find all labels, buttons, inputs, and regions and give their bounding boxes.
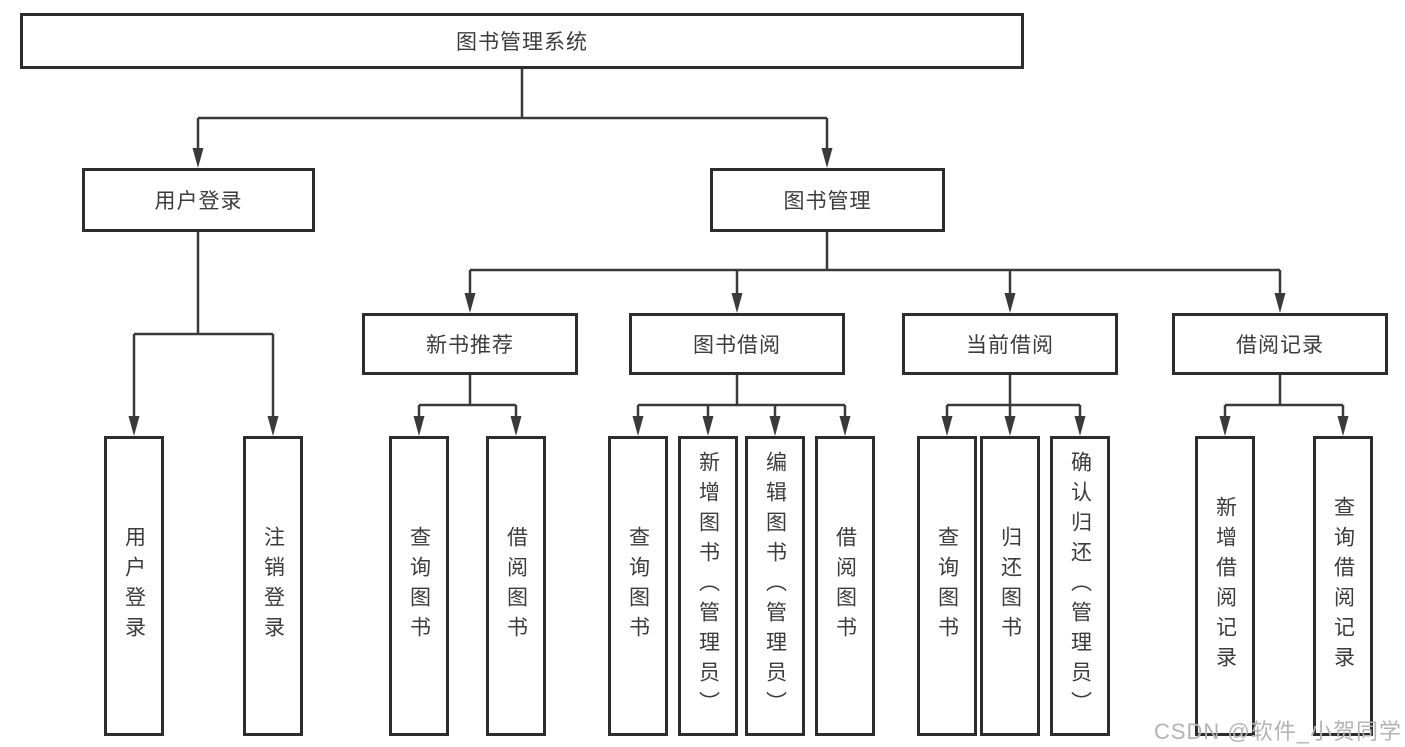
leaf-borrow-books-recommend: 借阅图书 [486,436,546,736]
leaf-label: 新增图书（管理员） [696,451,720,721]
node-label: 当前借阅 [966,334,1054,357]
leaf-label: 查询图书 [407,526,431,646]
node-new-book-recommend: 新书推荐 [362,313,578,375]
leaf-query-books-recommend: 查询图书 [389,436,449,736]
leaf-label: 注销登录 [261,526,285,646]
node-label: 图书管理 [783,190,872,213]
node-label: 新书推荐 [426,334,514,357]
leaf-label: 用户登录 [122,526,146,646]
csdn-watermark: CSDN @软件_小贺同学 [1153,719,1402,744]
node-label: 图书管理系统 [456,31,588,54]
node-library-management-system: 图书管理系统 [20,13,1024,69]
leaf-label: 归还图书 [998,526,1022,646]
leaf-query-books-current: 查询图书 [917,436,977,736]
leaf-label: 查询图书 [626,526,650,646]
leaf-label: 借阅图书 [833,526,857,646]
leaf-label: 查询借阅记录 [1331,496,1355,676]
leaf-label: 确认归还（管理员） [1068,451,1092,721]
node-book-management: 图书管理 [710,168,945,232]
node-user-login: 用户登录 [82,168,315,232]
leaf-confirm-return-admin: 确认归还（管理员） [1050,436,1110,736]
leaf-logout: 注销登录 [243,436,303,736]
node-book-borrow: 图书借阅 [629,313,845,375]
leaf-label: 编辑图书（管理员） [763,451,787,721]
leaf-add-borrow-record: 新增借阅记录 [1195,436,1255,736]
leaf-edit-book-admin: 编辑图书（管理员） [745,436,805,736]
leaf-user-login: 用户登录 [104,436,164,736]
leaf-return-books: 归还图书 [980,436,1040,736]
node-label: 用户登录 [154,190,243,213]
leaf-borrow-books: 借阅图书 [815,436,875,736]
node-current-borrow: 当前借阅 [902,313,1118,375]
node-label: 图书借阅 [693,334,781,357]
leaf-label: 查询图书 [935,526,959,646]
leaf-query-books-borrow: 查询图书 [608,436,668,736]
node-label: 借阅记录 [1236,334,1324,357]
leaf-query-borrow-record: 查询借阅记录 [1313,436,1373,736]
node-borrow-records: 借阅记录 [1172,313,1388,375]
leaf-add-book-admin: 新增图书（管理员） [678,436,738,736]
leaf-label: 借阅图书 [504,526,528,646]
leaf-label: 新增借阅记录 [1213,496,1237,676]
